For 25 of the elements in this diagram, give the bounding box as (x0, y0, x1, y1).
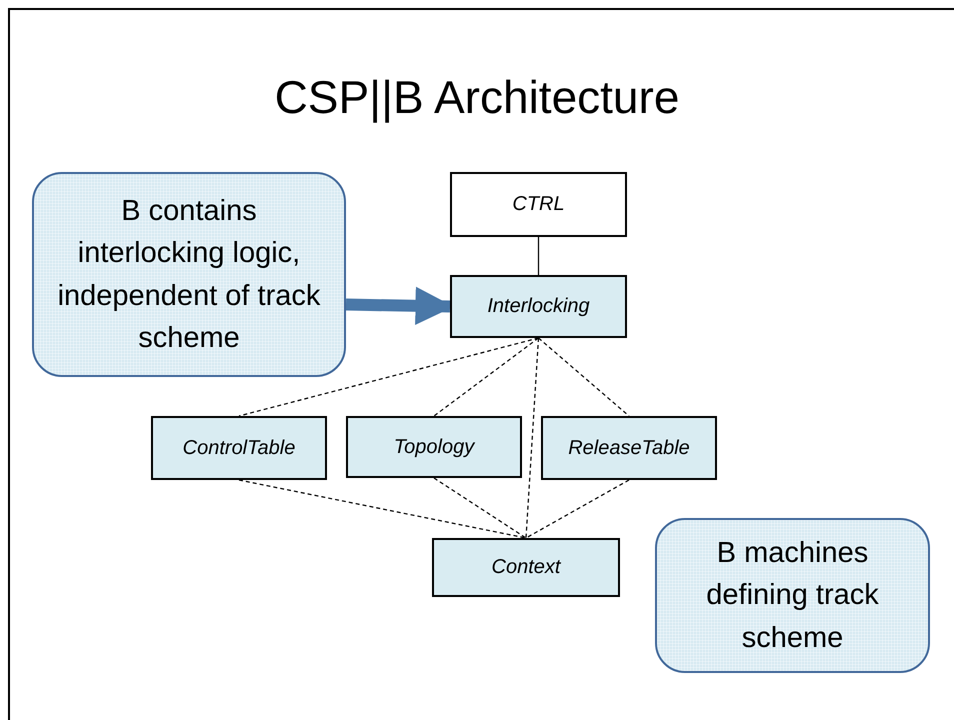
box-label: B machines defining track scheme (705, 536, 880, 656)
box-label: ReleaseTable (568, 436, 690, 460)
module-box (450, 275, 627, 338)
connector-line (538, 338, 630, 416)
connector-line (538, 237, 540, 275)
connector-line (238, 337, 539, 417)
module-box (151, 416, 327, 480)
connector-line (238, 479, 526, 539)
box-label: Interlocking (487, 295, 590, 318)
callout-box (655, 518, 930, 673)
box-label: B contains interlocking logic, independent of track scheme (56, 194, 322, 356)
box-label: CTRL (512, 193, 565, 216)
box-label: ControlTable (182, 436, 296, 460)
module-box (432, 538, 620, 597)
connector-line (434, 478, 526, 538)
connector-line (525, 338, 540, 538)
connector-line (526, 479, 630, 539)
module-box (450, 172, 627, 237)
box-label: Context (492, 556, 560, 579)
box-label: Topology (394, 436, 474, 458)
module-box (346, 416, 522, 478)
slide-title: CSP||B Architecture (274, 70, 680, 124)
connector-line (434, 338, 539, 416)
module-box (541, 416, 717, 480)
callout-box (32, 172, 346, 377)
